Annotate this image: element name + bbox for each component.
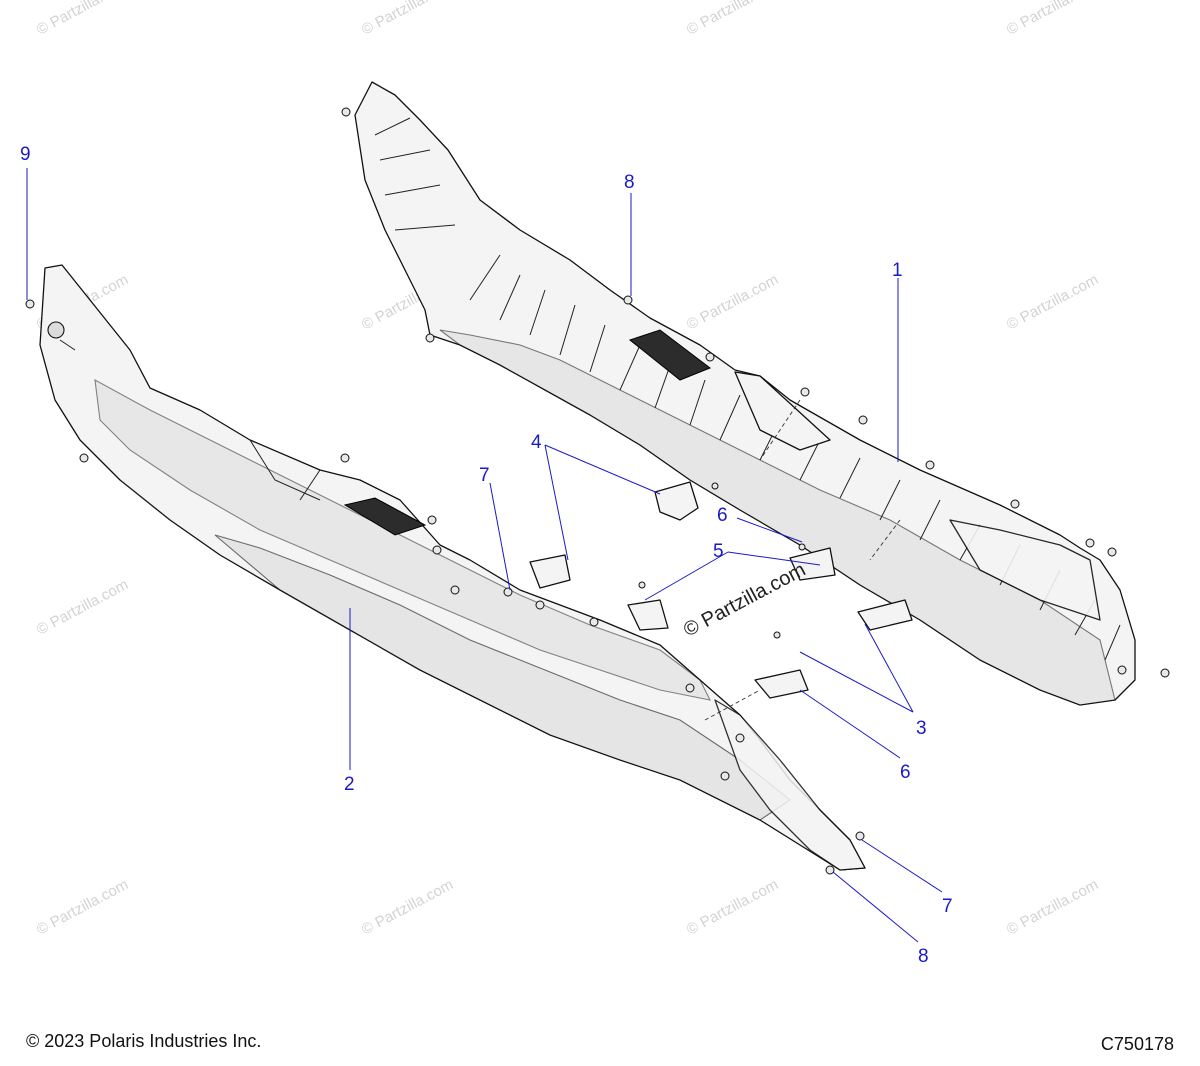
bracket-3-upper [857,599,913,631]
watermark-text: © Partzilla.com [684,876,781,938]
watermark-text: © Partzilla.com [1004,0,1101,39]
screw-icon [589,617,599,627]
screw-icon [79,453,89,463]
screw-icon [340,453,350,463]
watermark-text: © Partzilla.com [359,876,456,938]
copyright-text: © 2023 Polaris Industries Inc. [26,1031,262,1051]
fastener-layer [25,107,1170,875]
screw-icon [858,415,868,425]
screw-icon [720,771,730,781]
screw-icon [638,581,646,589]
screw-icon [427,515,437,525]
screw-icon [800,387,810,397]
bracket-assembly [529,481,913,699]
screw-icon [1117,665,1127,675]
screw-icon [450,585,460,595]
screw-icon [503,587,513,597]
screw-icon [735,733,745,743]
screw-icon [925,460,935,470]
leader-lines [26,168,943,943]
screw-icon [1107,547,1117,557]
callout-4: 4 [531,432,542,453]
diagram-id: C750178 [1100,1034,1174,1054]
watermark-text: © Partzilla.com [1004,271,1101,333]
screw-icon [425,333,435,343]
screw-icon [855,831,865,841]
screw-icon [825,865,835,875]
screw-icon [1010,499,1020,509]
screw-icon [623,295,633,305]
rocker-panel-upper [354,81,1136,706]
rocker-panel-lower [39,264,866,871]
screw-icon [535,600,545,610]
watermark-text: © Partzilla.com [34,576,131,638]
callout-2: 2 [344,774,355,795]
screw-icon [711,482,719,490]
watermark-text: © Partzilla.com [1004,876,1101,938]
watermark-text: © Partzilla.com [34,0,131,39]
watermark-text: © Partzilla.com [359,0,456,39]
screw-icon [432,545,442,555]
watermark-text: © Partzilla.com [34,876,131,938]
screw-icon [1160,668,1170,678]
bracket-4-upper [654,481,699,521]
bracket-3-lower [754,669,809,699]
screw-icon [705,352,715,362]
screw-icon [685,683,695,693]
watermark-text: © Partzilla.com [684,0,781,39]
callout-6-upper: 6 [717,505,728,526]
watermark-text: © Partzilla.com [684,271,781,333]
callout-7-lower: 7 [942,896,953,917]
callout-9: 9 [20,144,31,165]
callout-labels: 1 2 3 4 5 6 6 7 7 8 8 9 [20,144,953,967]
bracket-4-lower [529,554,571,589]
callout-8-upper: 8 [624,172,635,193]
screw-icon [25,299,35,309]
screw-icon [341,107,351,117]
screw-icon [798,543,806,551]
callout-7-upper: 7 [479,465,490,486]
screw-icon [1085,538,1095,548]
screw-icon [773,631,781,639]
bracket-5-left [627,599,669,631]
callout-5: 5 [713,541,724,562]
callout-6-lower: 6 [900,762,911,783]
callout-8-lower: 8 [918,946,929,967]
callout-3: 3 [916,718,927,739]
watermark-center: © Partzilla.com [680,559,809,642]
callout-1: 1 [892,260,903,281]
